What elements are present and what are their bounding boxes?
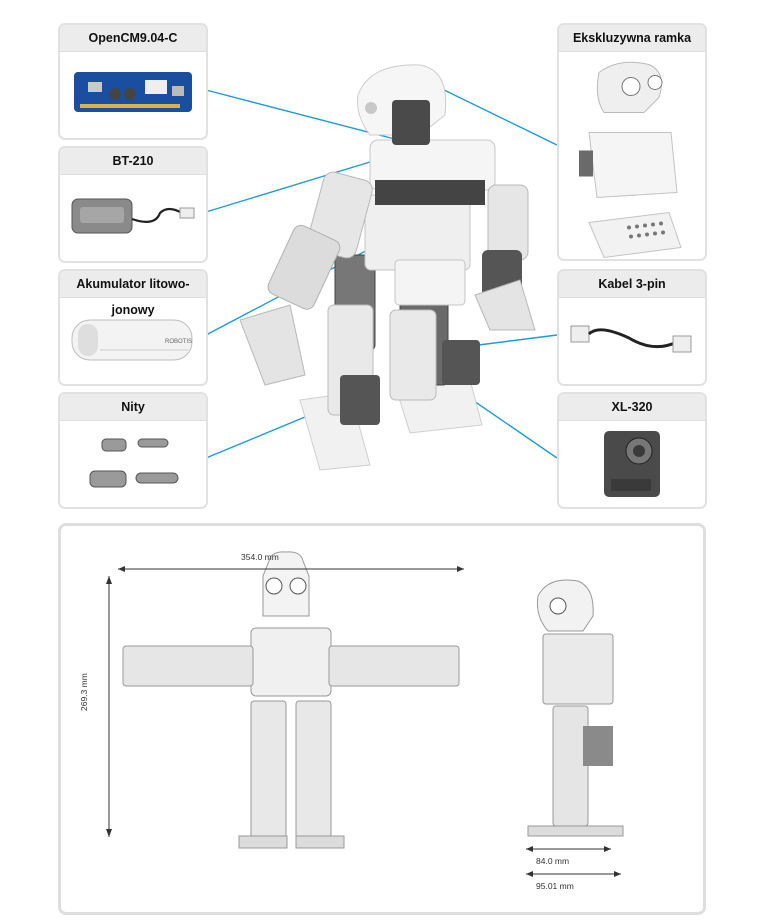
part-title: OpenCM9.04-C [60,25,206,52]
part-card-bt210: BT-210 [58,146,208,263]
part-card-servo: XL-320 [557,392,707,509]
part-title: XL-320 [559,394,705,421]
bt210-module-image [71,198,195,234]
height-dimension-label: 269.3 mm [79,673,89,711]
part-title: Akumulator litowo-jonowy [60,271,206,317]
dimensions-panel: 354.0 mm 269.3 mm 84.0 mm 95.01 mm [58,523,706,915]
cable-image [570,325,692,353]
robot-illustration [239,64,536,471]
part-card-opencm: OpenCM9.04-C [58,23,208,140]
part-title: Nity [60,394,206,421]
frame-parts-image [579,61,682,259]
part-card-battery: Akumulator litowo-jonowy ROBOTIS [58,269,208,386]
battery-image: ROBOTIS [71,319,193,361]
robot-front-view [122,551,460,849]
opencm-board-image [74,72,192,112]
width-dimension-label: 354.0 mm [241,552,279,562]
robot-side-view [527,579,624,837]
height-dimension-line [106,576,112,837]
part-title: BT-210 [60,148,206,175]
rivets-image [89,438,179,488]
part-title: Ekskluzywna ramka [559,25,705,52]
part-title: Kabel 3-pin [559,271,705,298]
depth-body-label: 84.0 mm [536,856,570,866]
depth-total-label: 95.01 mm [536,881,574,891]
battery-brand-text: ROBOTIS [165,339,192,345]
xl320-servo-image [604,431,660,497]
part-card-rivets: Nity [58,392,208,509]
part-card-frame: Ekskluzywna ramka [557,23,707,261]
width-dimension-line [118,566,464,572]
depth-dimension-lines [526,846,621,877]
part-card-cable: Kabel 3-pin [557,269,707,386]
